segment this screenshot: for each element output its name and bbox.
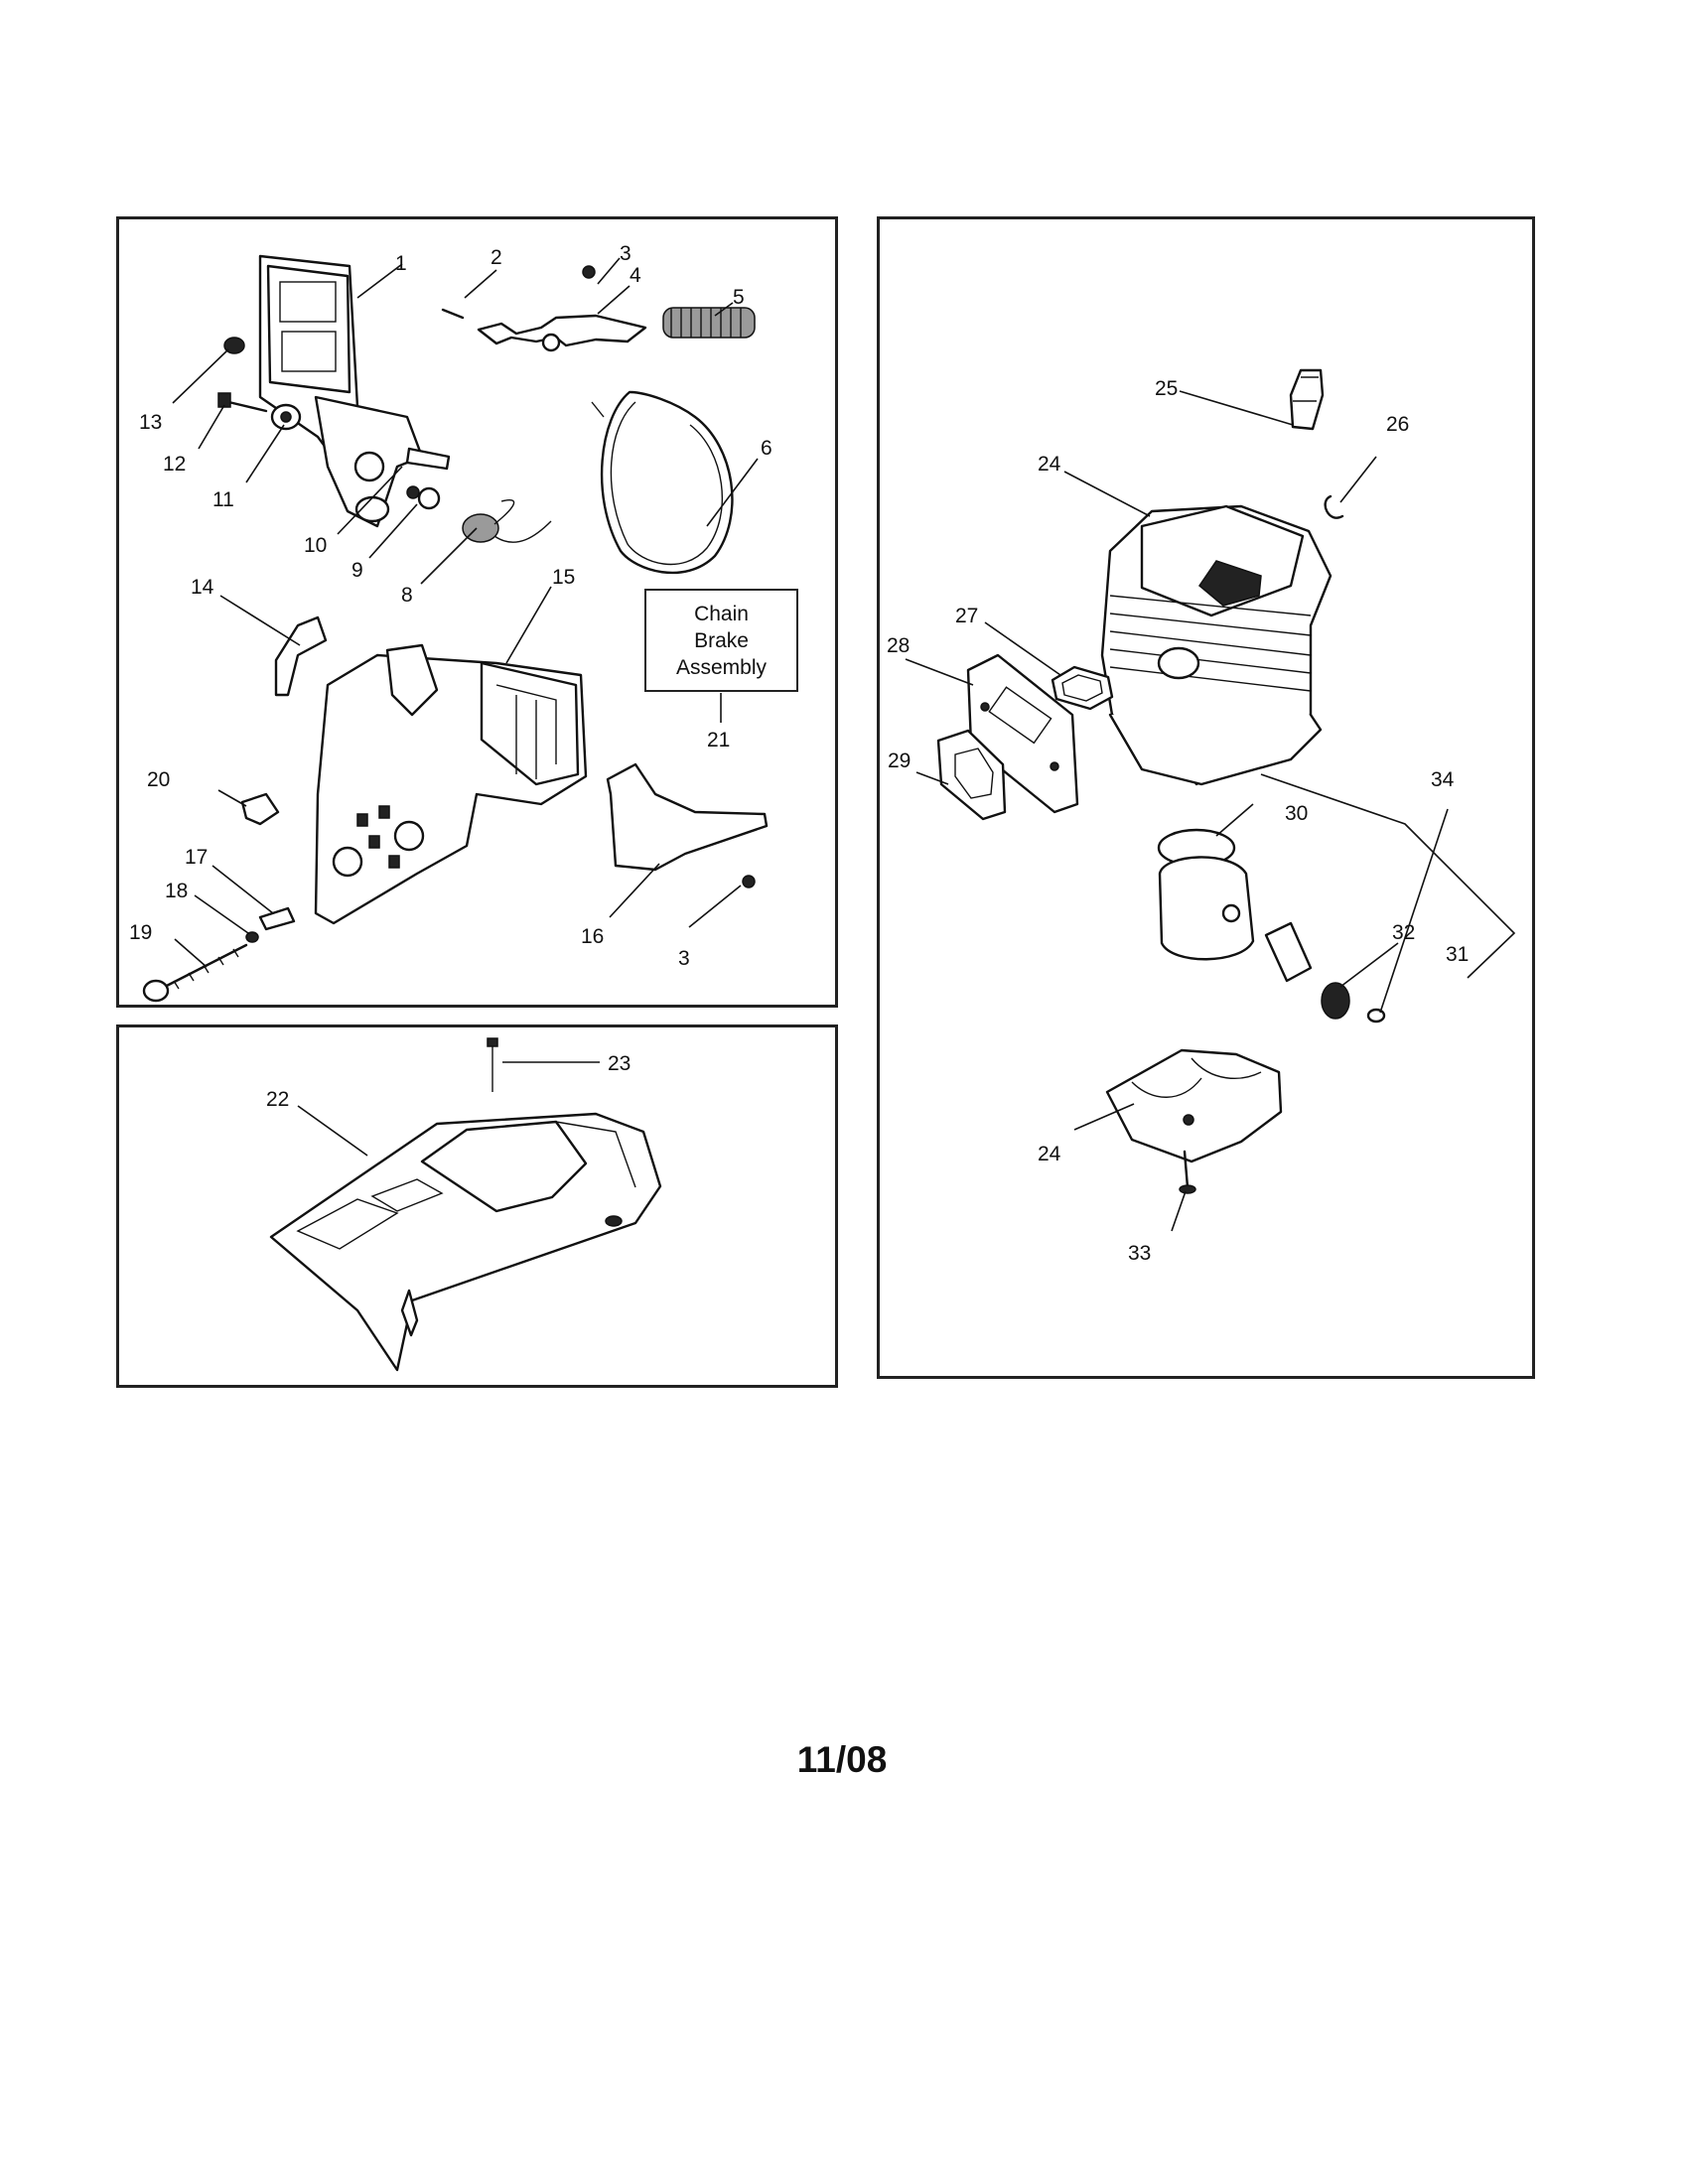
piston-pin xyxy=(1264,921,1313,983)
callout-4: 4 xyxy=(630,264,641,287)
callout-33: 33 xyxy=(1128,1242,1151,1265)
washer-11 xyxy=(270,403,302,431)
callout-10: 10 xyxy=(304,534,327,557)
callout-18: 18 xyxy=(165,880,188,902)
clutch-cover-15 xyxy=(314,643,588,925)
guide-plate-16 xyxy=(606,762,769,888)
clip-14 xyxy=(274,615,328,697)
washer-18 xyxy=(245,931,259,943)
callout-21: 21 xyxy=(707,729,730,751)
callout-19: 19 xyxy=(129,921,152,944)
callout-16: 16 xyxy=(581,925,604,948)
callout-14: 14 xyxy=(191,576,214,599)
callouts-panel-c: 25 26 24 27 28 29 30 31 32 33 24 34 xyxy=(887,377,1516,1265)
bolt-part xyxy=(405,447,451,471)
callout-11: 11 xyxy=(212,488,234,511)
brake-box-line-3: Assembly xyxy=(675,655,768,679)
pin-2 xyxy=(441,308,465,320)
gasket-29 xyxy=(936,729,1007,821)
callout-28: 28 xyxy=(887,634,910,657)
callout-31: 31 xyxy=(1446,943,1469,966)
callout-2: 2 xyxy=(491,246,502,269)
brake-band-6 xyxy=(591,390,734,574)
piston-30 xyxy=(1158,856,1255,961)
callouts-panel-b: 23 22 xyxy=(266,1052,631,1157)
callout-26: 26 xyxy=(1386,413,1409,436)
brake-lever-4 xyxy=(477,265,647,352)
callout-34: 34 xyxy=(1431,768,1455,791)
needle-bearing-32 xyxy=(1321,982,1350,1020)
brake-box-line-2: Brake xyxy=(694,628,749,652)
callout-24-bottom: 24 xyxy=(1038,1143,1061,1165)
crankcase-half-24 xyxy=(1105,1048,1283,1163)
callouts-panel-a: 1 2 3 4 5 6 8 9 10 11 12 13 14 15 16 17 … xyxy=(129,242,772,970)
callout-32: 32 xyxy=(1392,921,1415,944)
callout-3-top: 3 xyxy=(620,242,632,265)
chain-brake-assembly-box: Chain Brake Assembly xyxy=(644,589,798,692)
top-cover-22 xyxy=(269,1112,662,1372)
callout-22: 22 xyxy=(266,1088,289,1111)
brake-spring-5 xyxy=(662,307,756,339)
screw-33 xyxy=(1179,1150,1196,1194)
nut-20 xyxy=(240,792,280,826)
callout-12: 12 xyxy=(163,453,186,476)
clip-26 xyxy=(1324,494,1344,519)
spark-plug-25 xyxy=(1289,368,1325,431)
callout-8: 8 xyxy=(401,584,413,607)
callout-30: 30 xyxy=(1285,802,1308,825)
hand-guard-part xyxy=(258,254,424,528)
callout-5: 5 xyxy=(733,286,745,309)
callout-9: 9 xyxy=(351,559,363,582)
torsion-spring-8 xyxy=(462,499,552,543)
callout-15: 15 xyxy=(552,566,575,589)
callout-17: 17 xyxy=(185,846,208,869)
callout-20: 20 xyxy=(147,768,170,791)
callout-23: 23 xyxy=(608,1052,631,1075)
screw-23 xyxy=(487,1037,498,1092)
callout-1: 1 xyxy=(395,252,407,275)
revision-date: 11/08 xyxy=(796,1739,888,1780)
cylinder-24 xyxy=(1100,504,1333,786)
callout-27: 27 xyxy=(955,605,978,627)
brake-box-line-1: Chain xyxy=(694,602,749,625)
callout-3-bottom: 3 xyxy=(678,947,690,970)
callout-6: 6 xyxy=(761,437,772,460)
pivot-nut-9 xyxy=(406,485,441,510)
circlip-31 xyxy=(1366,1008,1386,1024)
callout-13: 13 xyxy=(139,411,162,434)
callout-29: 29 xyxy=(888,750,911,772)
callout-24-top: 24 xyxy=(1038,453,1061,476)
clip-13 xyxy=(223,337,245,354)
screw-12 xyxy=(217,392,268,413)
intake-gasket-27 xyxy=(1051,665,1114,711)
callout-25: 25 xyxy=(1155,377,1178,400)
screw-19 xyxy=(142,943,248,1003)
adjuster-17 xyxy=(258,906,296,931)
